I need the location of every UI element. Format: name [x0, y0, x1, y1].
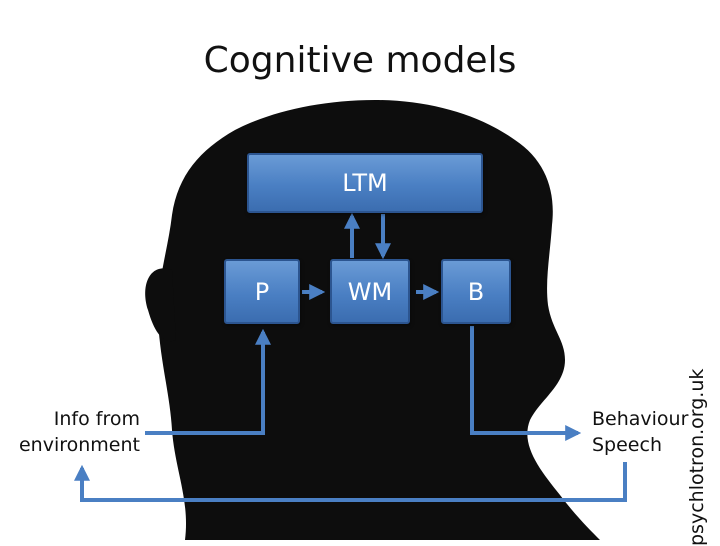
- arrow-b-to-behaviour: [470, 326, 582, 441]
- ear-silhouette-icon: [145, 268, 176, 342]
- arrow-environment-to-p: [145, 328, 271, 435]
- input-label-line1: Info from: [53, 408, 140, 430]
- node-p: P: [224, 259, 300, 324]
- node-b: B: [441, 259, 511, 324]
- output-label-line2: Speech: [592, 434, 662, 456]
- page-title: Cognitive models: [203, 40, 517, 81]
- arrow-feedback-loop: [74, 462, 627, 502]
- node-wm: WM: [330, 259, 410, 324]
- node-ltm: LTM: [247, 153, 483, 213]
- output-label: Behaviour Speech: [592, 406, 702, 458]
- input-label: Info from environment: [10, 406, 140, 458]
- input-label-line2: environment: [18, 434, 140, 456]
- output-label-line1: Behaviour: [592, 408, 689, 430]
- credit-text: psychlotron.org.uk: [686, 368, 708, 546]
